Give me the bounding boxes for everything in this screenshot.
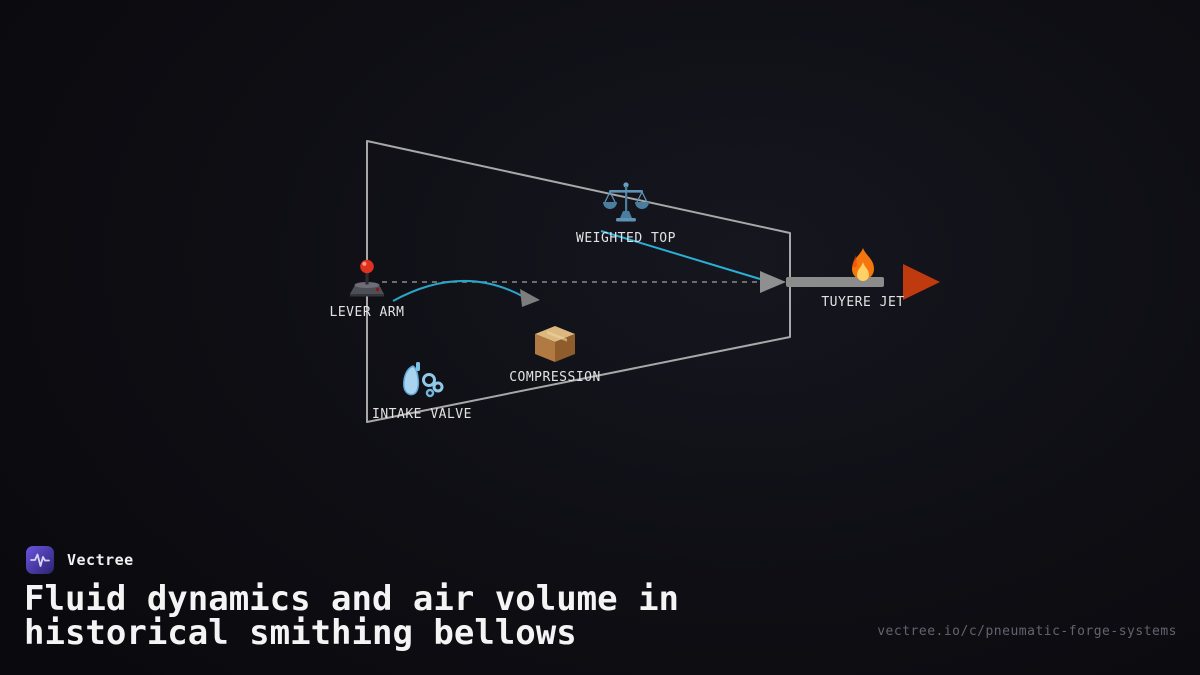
- brand-name: Vectree: [67, 551, 134, 569]
- joystick-icon: [350, 259, 384, 297]
- lungs-valve-icon: [403, 362, 444, 398]
- fire-icon: [852, 248, 874, 281]
- tuyere-inlet-arrowhead: [760, 271, 786, 293]
- node-tuyere-jet: TUYERE JET: [793, 246, 933, 310]
- package-icon: [535, 326, 575, 362]
- node-label-tuyere-jet: TUYERE JET: [821, 295, 905, 310]
- footer-url: vectree.io/c/pneumatic-forge-systems: [877, 624, 1177, 639]
- compression-arrowhead: [520, 289, 540, 307]
- node-label-lever-arm: LEVER ARM: [329, 305, 405, 320]
- node-lever-arm: LEVER ARM: [307, 258, 427, 320]
- page-title-line2: historical smithing bellows: [24, 613, 577, 653]
- page-title-line1: Fluid dynamics and air volume in: [24, 579, 680, 619]
- node-label-weighted-top: WEIGHTED TOP: [576, 231, 676, 246]
- node-label-intake-valve: INTAKE VALVE: [372, 407, 472, 422]
- brand-row: Vectree: [26, 546, 134, 574]
- node-intake-valve: INTAKE VALVE: [352, 360, 492, 422]
- balance-scale-icon: [603, 182, 649, 222]
- waveform-icon: [26, 546, 54, 574]
- page-title: Fluid dynamics and air volume in histori…: [24, 582, 679, 650]
- node-label-compression: COMPRESSION: [509, 370, 601, 385]
- node-compression: COMPRESSION: [485, 325, 625, 385]
- node-weighted-top: WEIGHTED TOP: [556, 180, 696, 246]
